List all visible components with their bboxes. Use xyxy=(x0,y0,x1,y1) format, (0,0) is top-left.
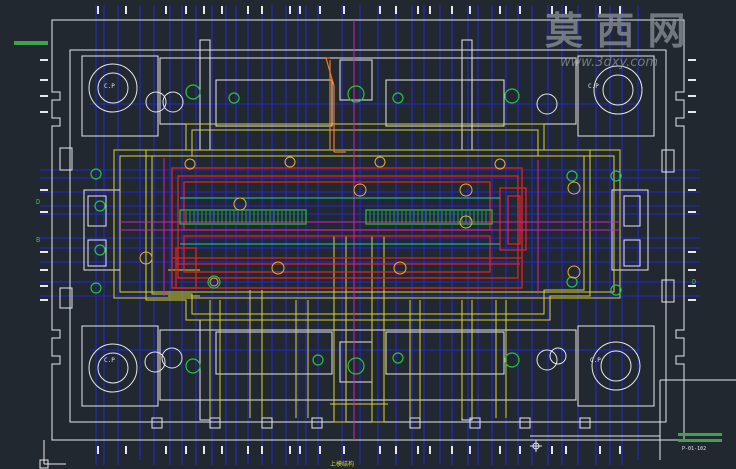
drawing-labels: C.P C.P C.P C.P D B D 上模结构 P-01-102 xyxy=(36,83,706,468)
watermark-brand: 莫 西 网 xyxy=(545,8,685,53)
footer-note: 上模结构 xyxy=(330,460,354,468)
dimension-label-left-bottom: B xyxy=(36,236,40,244)
guide-pillar-label-bl: C.P xyxy=(104,357,115,364)
screw-markers xyxy=(90,84,622,375)
guide-pillar-label-tr: C.P xyxy=(588,83,599,90)
sprue-channel xyxy=(325,57,346,153)
legend-bar-bottom-right-1 xyxy=(678,433,722,436)
mold-base-outline xyxy=(51,19,736,460)
parting-line xyxy=(120,20,620,440)
watermark: 莫 西 网 www.3dxy.com xyxy=(545,8,685,70)
dimension-label-left-top: D xyxy=(36,198,40,206)
cavity-hatch xyxy=(185,211,487,223)
ucs-axis-icon xyxy=(39,440,66,469)
dimension-label-right: D xyxy=(692,278,696,286)
bolt-holes xyxy=(139,156,581,287)
blue-dimension-lines xyxy=(40,5,700,465)
crosshair-icon[interactable] xyxy=(530,440,542,452)
guide-pillar-label-br: C.P xyxy=(590,357,601,364)
legend-bar-top-left xyxy=(14,41,48,45)
legend-bar-bottom-right-2 xyxy=(678,439,722,442)
title-block-label: P-01-102 xyxy=(682,446,706,452)
cavity-insert-contours xyxy=(113,123,621,423)
dimension-ticks xyxy=(40,6,696,454)
product-outline xyxy=(171,167,527,289)
watermark-url: www.3dxy.com xyxy=(560,55,658,70)
cooling-lines xyxy=(180,197,500,245)
guide-pillar-label-tl: C.P xyxy=(104,83,115,90)
